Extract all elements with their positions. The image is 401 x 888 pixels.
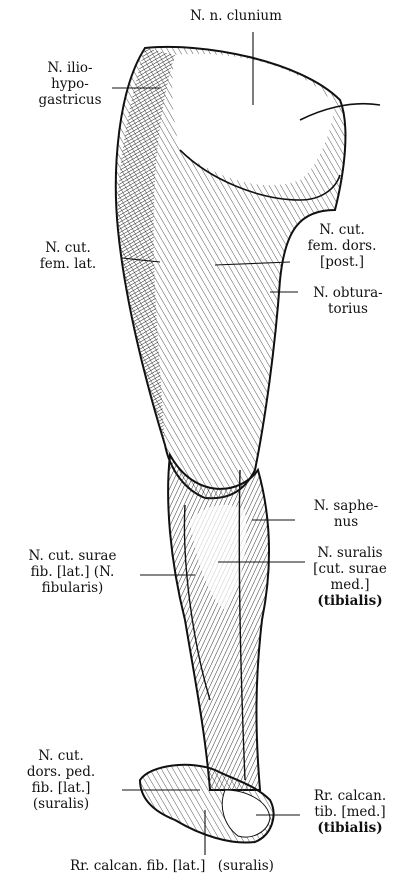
label-line: dors. ped. <box>5 764 117 780</box>
label-cut-fem-lat: N. cut. fem. lat. <box>18 240 118 272</box>
label-line: N. suralis <box>300 545 400 561</box>
label-line: (tibialis) <box>300 593 400 609</box>
label-line: N. cut. surae <box>5 548 140 564</box>
label-line: Rr. calcan. <box>300 788 400 804</box>
label-cut-fem-dors: N. cut. fem. dors. [post.] <box>292 222 392 270</box>
label-line: (suralis) <box>5 796 117 812</box>
label-cut-dors-ped: N. cut. dors. ped. fib. [lat.] (suralis) <box>5 748 117 812</box>
label-line: N. ilio- <box>20 60 120 76</box>
label-obturatorius: N. obtura- torius <box>296 285 400 317</box>
label-line: N. saphe- <box>296 498 396 514</box>
label-line: hypo- <box>20 76 120 92</box>
label-cut-surae-fib: N. cut. surae fib. [lat.] (N. fibularis) <box>5 548 140 596</box>
label-line: N. cut. <box>5 748 117 764</box>
label-saphenus: N. saphe- nus <box>296 498 396 530</box>
label-line: N. cut. <box>18 240 118 256</box>
label-line: fib. [lat.] (N. <box>5 564 140 580</box>
label-clunium: N. n. clunium <box>190 8 282 24</box>
label-line: N. cut. <box>292 222 392 238</box>
label-line: gastricus <box>20 92 120 108</box>
label-line: Rr. calcan. fib. [lat.] <box>70 858 205 874</box>
label-line: N. n. clunium <box>190 8 282 24</box>
label-line: torius <box>296 301 400 317</box>
label-iliohypogastricus: N. ilio- hypo- gastricus <box>20 60 120 108</box>
label-line: [post.] <box>292 254 392 270</box>
label-line: fem. dors. <box>292 238 392 254</box>
label-line: (tibialis) <box>300 820 400 836</box>
label-rr-calcan-fib: Rr. calcan. fib. [lat.] (suralis) <box>70 858 400 874</box>
label-line: fem. lat. <box>18 256 118 272</box>
label-rr-calcan-tib: Rr. calcan. tib. [med.] (tibialis) <box>300 788 400 836</box>
label-line: (suralis) <box>218 858 274 874</box>
label-line: nus <box>296 514 396 530</box>
label-line: tib. [med.] <box>300 804 400 820</box>
label-line: fibularis) <box>5 580 140 596</box>
label-suralis: N. suralis [cut. surae med.] (tibialis) <box>300 545 400 609</box>
label-line: [cut. surae <box>300 561 400 577</box>
label-line: fib. [lat.] <box>5 780 117 796</box>
label-line: med.] <box>300 577 400 593</box>
label-line: N. obtura- <box>296 285 400 301</box>
